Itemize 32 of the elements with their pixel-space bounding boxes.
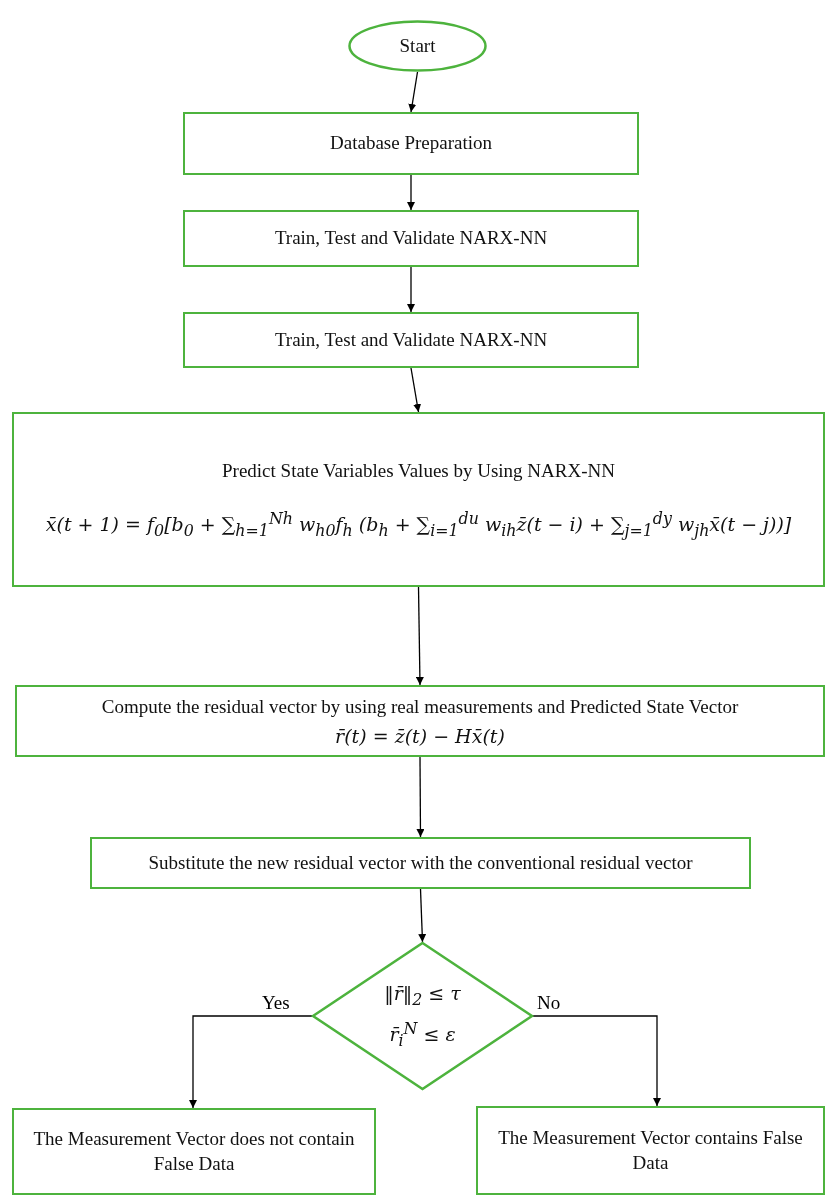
- arrow: [410, 367, 422, 413]
- formula-text: r̄(t) = z̄(t) − Hx̄(t): [335, 725, 505, 748]
- start-terminal: [348, 20, 487, 72]
- step-text: Substitute the new residual vector with the conventional residual vector: [148, 850, 693, 875]
- decision-diamond: [312, 942, 533, 1090]
- process-box: [90, 837, 751, 889]
- formula-text: r̄$_{i}$$^{N}$ ≤ ε: [389, 1018, 456, 1050]
- step-text: Predict State Variables Values by Using NARX-NN: [222, 458, 615, 483]
- arrow: [416, 756, 425, 838]
- formula-text: x̄(t + 1) = f$_{0}$[b$_{0}$ + ∑$_{h=1}$$^{Nh}$ w$_{h0}$f$_{h}$ (b$_{h}$ + ∑$_{i=1}$$^{du}$ w$_{ih}$z̄(t − i) + ∑$_{j=1}$$^{dy}$ w$_{jh}$x̄(t − j))]: [45, 509, 792, 541]
- step-text: Database Preparation: [330, 131, 492, 156]
- arrow: [189, 1015, 313, 1109]
- step-text: Train, Test and Validate NARX-NN: [274, 327, 548, 352]
- process-box: [12, 412, 825, 587]
- step-text: Train, Test and Validate NARX-NN: [274, 226, 548, 251]
- formula-text: ‖r̄‖$_{2}$ ≤ τ: [384, 982, 461, 1009]
- arrow: [415, 586, 424, 686]
- arrow: [407, 266, 415, 313]
- step-text: Compute the residual vector by using real measurements and Predicted State Vector: [101, 694, 739, 719]
- step-text: The Measurement Vector does not contain False Data: [32, 1126, 356, 1176]
- step-text: The Measurement Vector contains False Data: [497, 1125, 804, 1175]
- process-box: [476, 1106, 825, 1195]
- arrow: [408, 71, 419, 113]
- step-text: Start: [399, 33, 436, 58]
- process-box: [183, 210, 639, 267]
- arrow: [532, 1015, 661, 1107]
- arrow: [418, 888, 427, 943]
- process-box: [15, 685, 825, 757]
- process-box: [12, 1108, 376, 1195]
- process-box: [183, 112, 639, 175]
- process-box: [183, 312, 639, 368]
- arrow: [407, 174, 415, 211]
